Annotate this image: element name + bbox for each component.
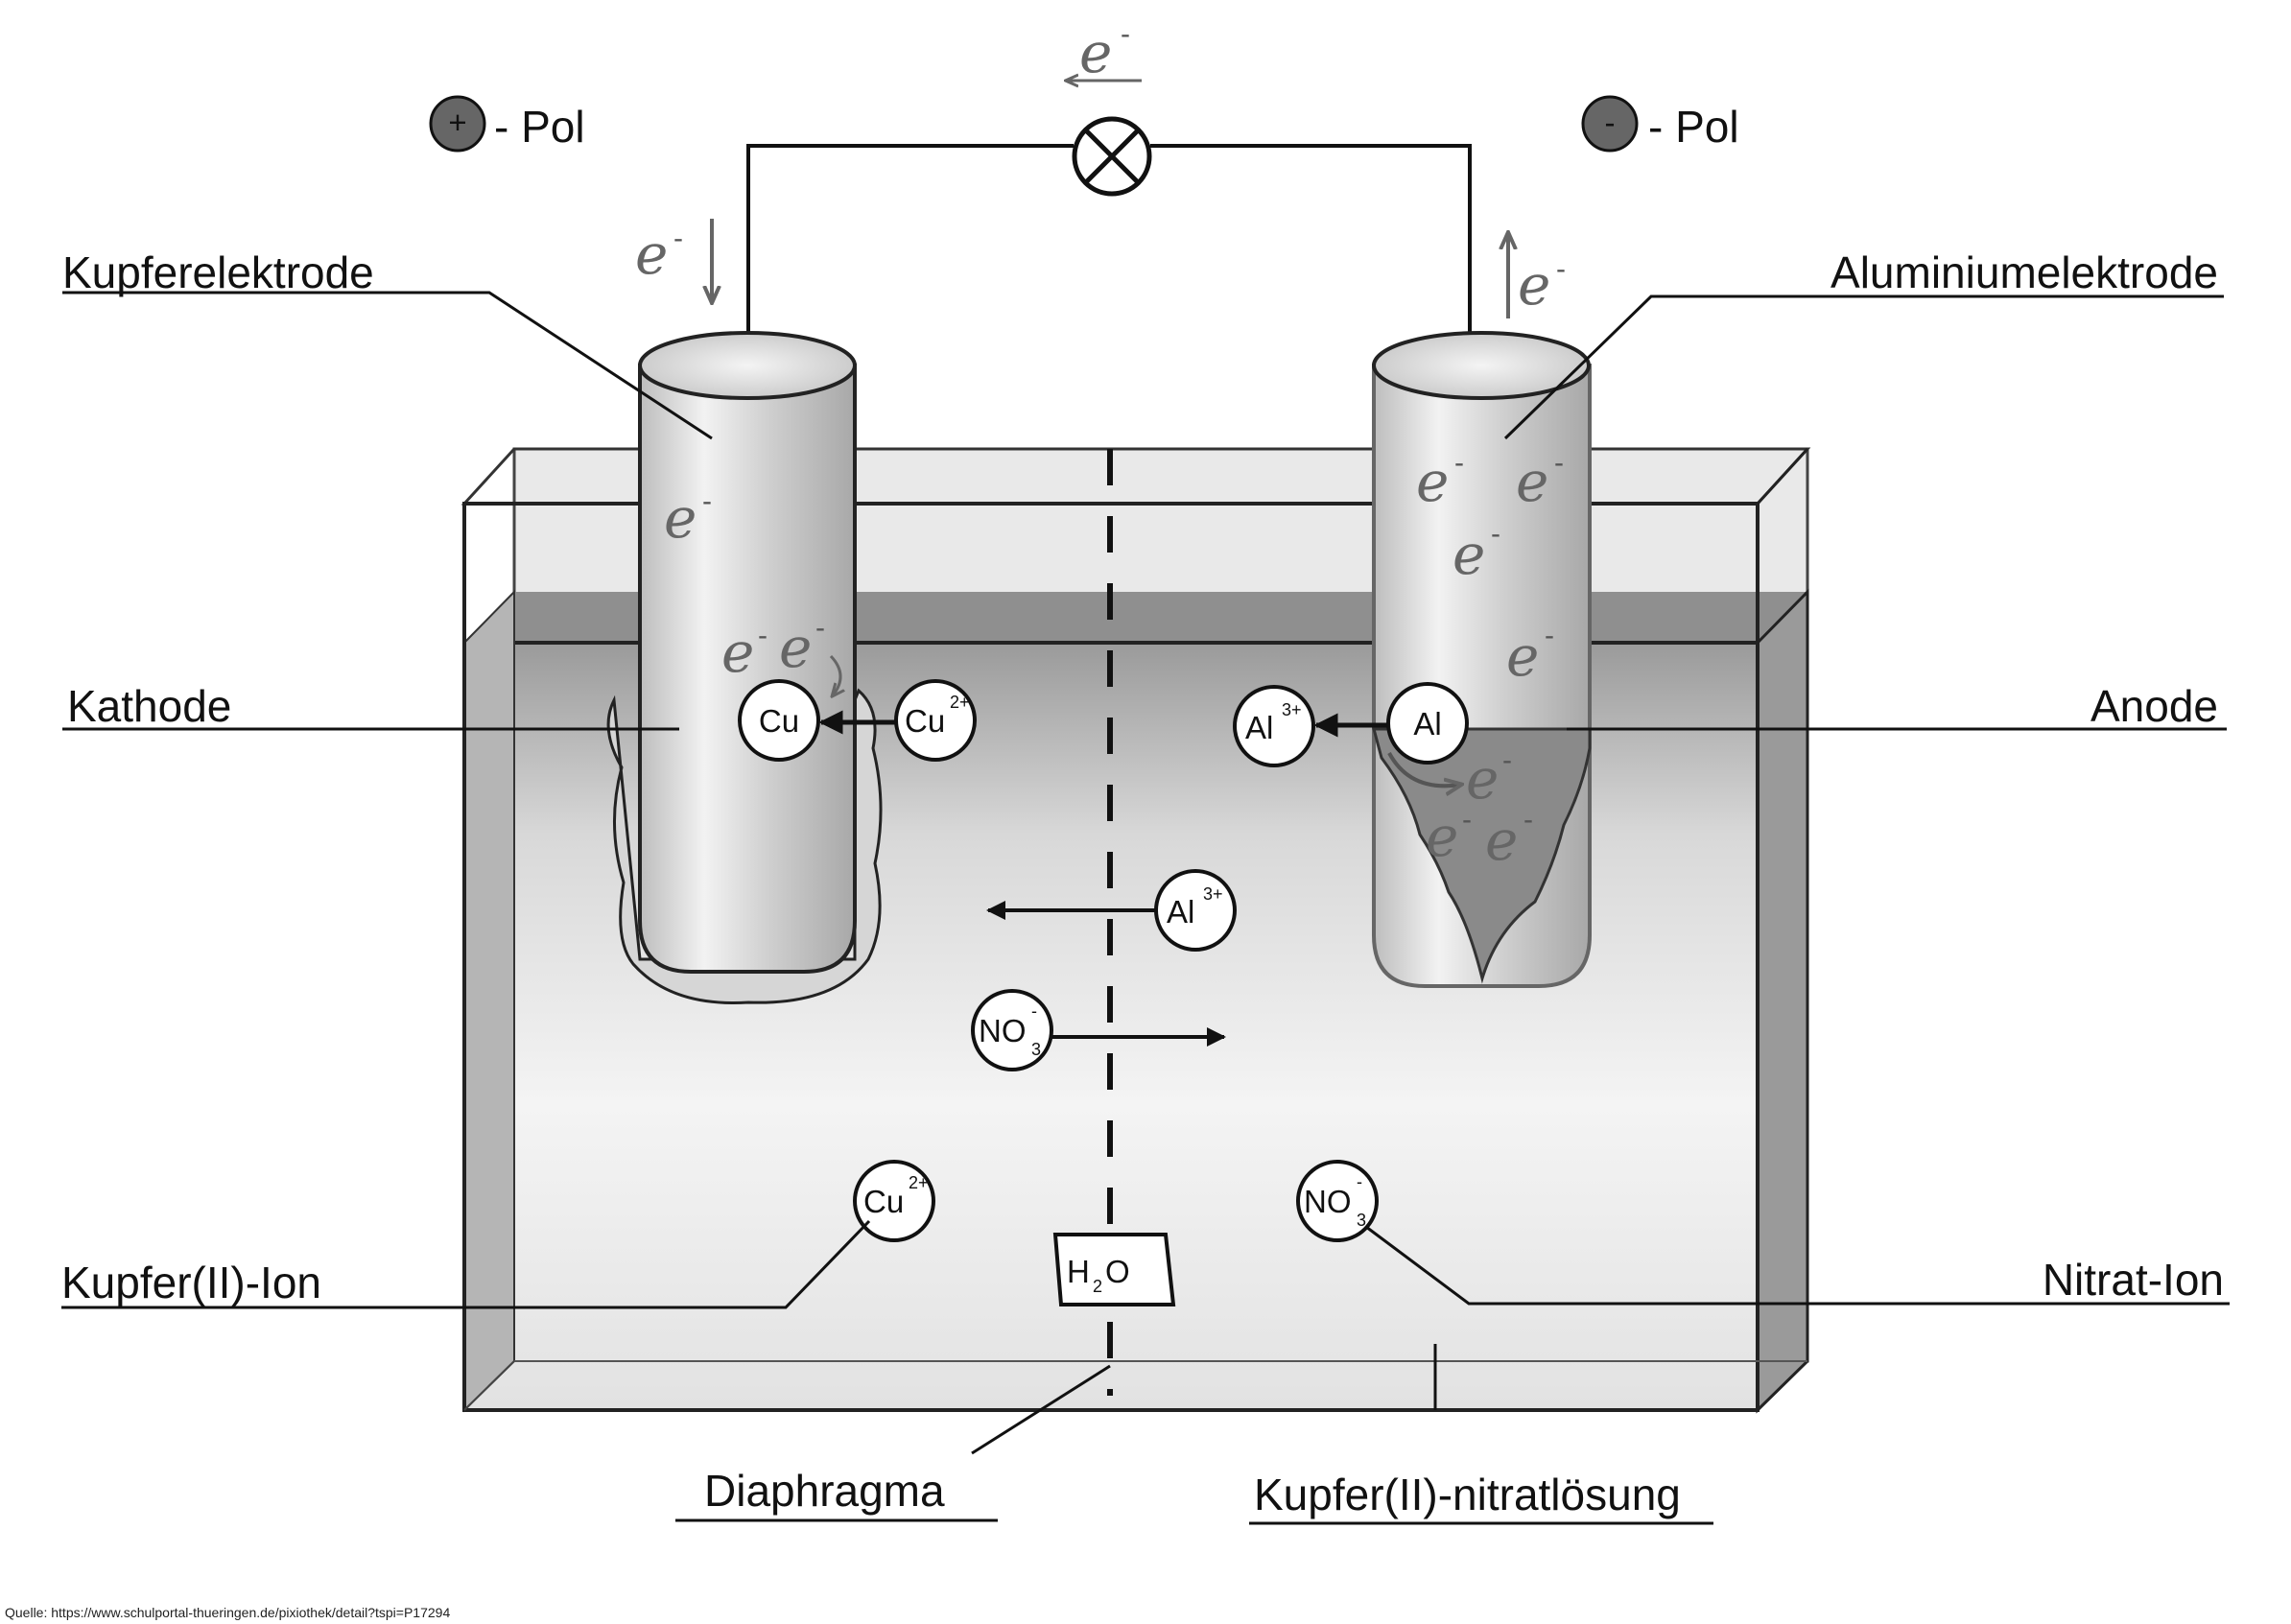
electron: e (1453, 522, 1485, 587)
minus-symbol: - (1605, 105, 1616, 140)
electron-charge: - (1545, 620, 1554, 651)
ion-cu2-electrode: Cu 2+ (894, 679, 977, 762)
electron-symbol: e (635, 222, 668, 287)
electron-charge: - (815, 612, 825, 644)
electron: e (721, 620, 754, 685)
label-copper-electrode: Kupferelektrode (62, 247, 374, 297)
plus-pole-label: - Pol (494, 102, 585, 152)
h2o-h: H (1067, 1254, 1090, 1289)
corrosion (1372, 727, 1592, 984)
electron-right: e - (1508, 234, 1566, 318)
ion-charge: 3+ (1282, 700, 1302, 719)
ion-charge: 2+ (950, 693, 970, 712)
wire (746, 144, 1472, 358)
copper-electrode (606, 331, 883, 1004)
electron-charge: - (702, 485, 712, 517)
ion-label: Al (1245, 710, 1273, 745)
aluminium-electrode (1372, 331, 1592, 988)
electron: e (1426, 804, 1458, 869)
ion-label: NO (1304, 1184, 1352, 1219)
leader-lines (61, 291, 2230, 1525)
electron-charge: - (1491, 518, 1500, 550)
ion-al: Al (1386, 682, 1469, 765)
electron: e (664, 485, 697, 551)
electron-charge: - (1556, 253, 1566, 285)
electron: e (1485, 808, 1518, 873)
electron: e (1516, 449, 1548, 514)
minus-pole-label: - Pol (1648, 102, 1739, 152)
ion-label: Al (1413, 706, 1441, 741)
ion-label: NO (979, 1013, 1027, 1048)
ion-charge: - (1031, 1001, 1037, 1021)
ion-al3-solution: Al 3+ (1154, 869, 1237, 952)
plus-symbol: + (448, 105, 466, 140)
label-aluminium-electrode: Aluminiumelektrode (1830, 247, 2218, 297)
water-molecule: H 2 O (1052, 1233, 1176, 1306)
ion-al3-electrode: Al 3+ (1233, 685, 1315, 767)
electrons-copper: e - e - e - (664, 485, 840, 695)
label-anode: Anode (2090, 681, 2218, 731)
electron-charge: - (1121, 18, 1130, 50)
electron: e (1466, 746, 1499, 812)
electron-charge: - (1523, 804, 1533, 836)
electron-charge: - (1462, 804, 1472, 836)
ion-subscript: 3 (1031, 1040, 1041, 1059)
ion-label: Cu (759, 703, 799, 739)
ion-no3-moving: NO - 3 (971, 989, 1053, 1071)
arrow-icon (1387, 752, 1460, 786)
electron: e (779, 615, 812, 680)
ion-charge: 2+ (909, 1173, 929, 1192)
ion-charge: 3+ (1203, 884, 1223, 904)
electron-charge: - (1454, 447, 1464, 479)
electron-top: e - (1067, 18, 1142, 85)
plus-pole-icon (429, 95, 486, 153)
h2o-sub: 2 (1093, 1277, 1102, 1296)
electron-symbol: e (1518, 252, 1550, 318)
minus-pole-icon (1581, 95, 1639, 153)
lamp-icon (1072, 116, 1152, 197)
ion-label: Al (1167, 894, 1194, 930)
electron-charge: - (758, 620, 768, 651)
ion-no3-solution: NO - 3 (1296, 1160, 1379, 1242)
copper-deposit (606, 688, 883, 1004)
electron: e (1416, 449, 1449, 514)
minus-pole: - - Pol (1581, 95, 1739, 153)
label-nitrate-ion: Nitrat-Ion (2043, 1255, 2224, 1305)
h2o-o: O (1105, 1254, 1130, 1289)
ion-cu2-solution: Cu 2+ (853, 1160, 935, 1242)
label-copper-ion: Kupfer(II)-Ion (61, 1258, 321, 1307)
electron-charge: - (673, 223, 683, 254)
source-credit: Quelle: https://www.schulportal-thuering… (5, 1605, 450, 1620)
electrons-aluminium: e - e - e - e - e - e - e - (1387, 447, 1564, 873)
ion-charge: - (1357, 1172, 1362, 1191)
arrow-icon (831, 654, 840, 695)
electron-symbol: e (1079, 20, 1112, 85)
ion-subscript: 3 (1357, 1211, 1366, 1230)
plus-pole: + - Pol (429, 95, 585, 153)
ion-label: Cu (905, 703, 945, 739)
electron-charge: - (1554, 447, 1564, 479)
label-cathode: Kathode (67, 681, 231, 731)
electron-charge: - (1502, 744, 1512, 776)
label-diaphragm: Diaphragma (704, 1466, 945, 1516)
ion-label: Cu (863, 1184, 904, 1219)
electron-left: e - (635, 219, 712, 301)
label-solution: Kupfer(II)-nitratlösung (1254, 1470, 1681, 1519)
ion-cu: Cu (738, 679, 820, 762)
electron: e (1506, 624, 1539, 689)
